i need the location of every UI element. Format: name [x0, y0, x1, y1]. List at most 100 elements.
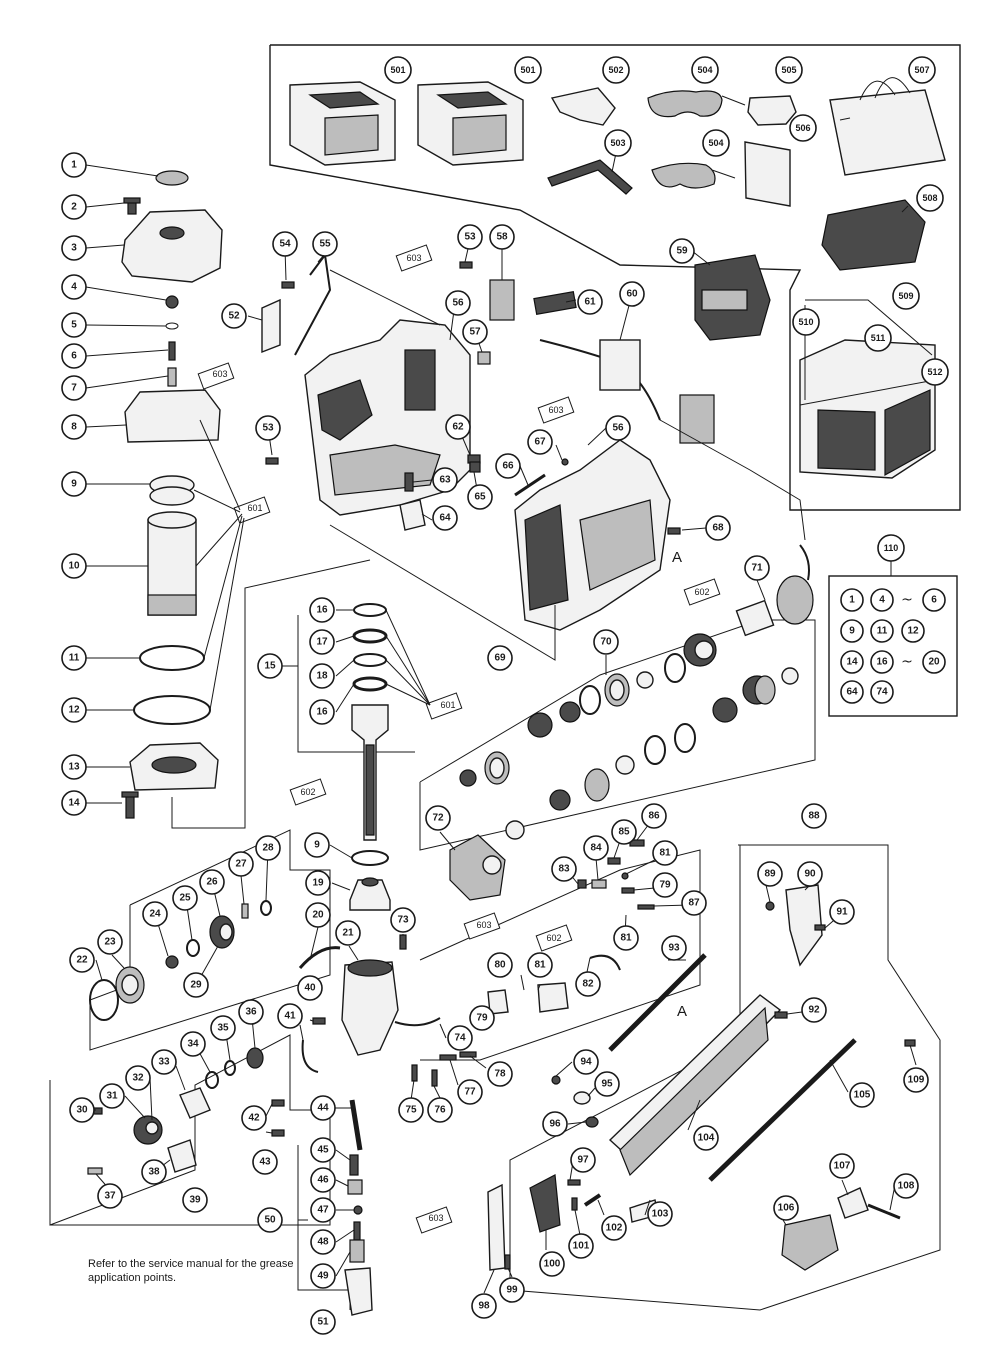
callout-81-right: 81 — [652, 840, 678, 866]
svg-text:105: 105 — [854, 1090, 871, 1101]
svg-text:11: 11 — [877, 626, 888, 637]
callout-67: 67 — [527, 429, 553, 455]
part-96-washer — [585, 1116, 599, 1128]
svg-text:59: 59 — [676, 246, 688, 257]
svg-text:29: 29 — [190, 980, 202, 991]
part-45-valve-stem — [349, 1154, 359, 1176]
svg-text:73: 73 — [397, 915, 409, 926]
svg-text:17: 17 — [316, 637, 328, 648]
kit-item-16: 16 — [870, 650, 894, 674]
callout-69: 69 — [487, 645, 513, 671]
callout-21: 21 — [335, 920, 361, 946]
part-102-spring — [583, 1193, 602, 1207]
callout-110: 110 — [877, 534, 905, 562]
part-73-pin — [399, 934, 407, 950]
part-78-pin — [459, 1051, 477, 1058]
part-52-plate — [261, 298, 281, 354]
callout-8: 8 — [61, 414, 87, 440]
part-76-pin — [431, 1069, 438, 1087]
part-108-pin — [867, 1203, 901, 1220]
svg-text:505: 505 — [781, 65, 796, 75]
part-5-washer — [165, 322, 179, 330]
grease-tag-603-motor: 603 — [463, 912, 501, 940]
callout-97: 97 — [570, 1147, 596, 1173]
grease-tag-603-valve: 603 — [415, 1206, 453, 1234]
svg-text:74: 74 — [454, 1033, 466, 1044]
callout-96: 96 — [542, 1111, 568, 1137]
callout-38: 38 — [141, 1159, 167, 1185]
svg-text:63: 63 — [439, 475, 451, 486]
callout-24: 24 — [142, 901, 168, 927]
svg-text:10: 10 — [68, 561, 80, 572]
callout-47: 47 — [310, 1197, 336, 1223]
callout-60: 60 — [619, 281, 645, 307]
callout-27: 27 — [228, 851, 254, 877]
callout-10: 10 — [61, 553, 87, 579]
callout-23: 23 — [97, 929, 123, 955]
svg-text:16: 16 — [876, 657, 888, 668]
svg-text:92: 92 — [808, 1005, 820, 1016]
part-82-lever — [537, 982, 569, 1013]
svg-text:603: 603 — [548, 405, 563, 415]
part-79-pin — [621, 887, 635, 894]
callout-53-top: 53 — [457, 224, 483, 250]
svg-text:1: 1 — [71, 160, 77, 171]
gear-assembly-row-2 — [505, 667, 799, 840]
part-1-plate — [155, 170, 189, 186]
battery-59-illustration — [694, 254, 771, 341]
leader-lines — [85, 117, 917, 1294]
svg-text:91: 91 — [836, 907, 848, 918]
svg-text:50: 50 — [264, 1215, 276, 1226]
callout-58: 58 — [489, 224, 515, 250]
callout-68: 68 — [705, 515, 731, 541]
svg-text:85: 85 — [618, 827, 630, 838]
svg-text:7: 7 — [71, 383, 77, 394]
callout-81-left: 81 — [527, 952, 553, 978]
svg-text:24: 24 — [149, 909, 161, 920]
svg-text:56: 56 — [612, 423, 624, 434]
svg-text:79: 79 — [659, 880, 671, 891]
callout-80: 80 — [487, 952, 513, 978]
svg-text:19: 19 — [312, 878, 324, 889]
svg-text:32: 32 — [132, 1073, 144, 1084]
part-25-washer — [186, 939, 200, 957]
svg-text:90: 90 — [804, 869, 816, 880]
part-40-screw — [312, 1017, 326, 1025]
svg-text:39: 39 — [189, 1195, 201, 1206]
svg-text:9: 9 — [314, 840, 320, 851]
part-27-pin — [241, 903, 249, 919]
part-20-hose — [298, 946, 341, 969]
paper-illustration — [744, 141, 791, 207]
svg-text:603: 603 — [428, 1213, 443, 1223]
callout-98: 98 — [471, 1293, 497, 1319]
callout-33: 33 — [151, 1049, 177, 1075]
svg-text:23: 23 — [104, 937, 116, 948]
svg-text:14: 14 — [68, 798, 80, 809]
callout-28: 28 — [255, 835, 281, 861]
callout-76: 76 — [427, 1097, 453, 1123]
svg-text:103: 103 — [652, 1209, 669, 1220]
part-93-rail — [608, 953, 707, 1052]
svg-text:506: 506 — [795, 123, 810, 133]
svg-text:512: 512 — [927, 367, 942, 377]
part-94-nut — [551, 1075, 561, 1085]
main-housing-left-half — [304, 319, 471, 516]
callout-79-left: 79 — [469, 1005, 495, 1031]
svg-text:6: 6 — [71, 351, 77, 362]
svg-text:13: 13 — [68, 762, 80, 773]
callout-32: 32 — [125, 1065, 151, 1091]
insert-tray-illustration — [821, 199, 926, 271]
svg-text:11: 11 — [69, 653, 80, 664]
callout-7: 7 — [61, 375, 87, 401]
svg-text:41: 41 — [284, 1011, 296, 1022]
part-61-terminal — [533, 290, 577, 316]
svg-text:62: 62 — [452, 422, 464, 433]
svg-text:44: 44 — [317, 1103, 329, 1114]
callout-15: 15 — [257, 653, 283, 679]
callout-95: 95 — [594, 1071, 620, 1097]
hook-illustration — [550, 87, 616, 126]
svg-text:95: 95 — [601, 1079, 613, 1090]
svg-text:16: 16 — [316, 605, 328, 616]
part-101-pin — [571, 1197, 578, 1211]
svg-text:30: 30 — [76, 1105, 88, 1116]
